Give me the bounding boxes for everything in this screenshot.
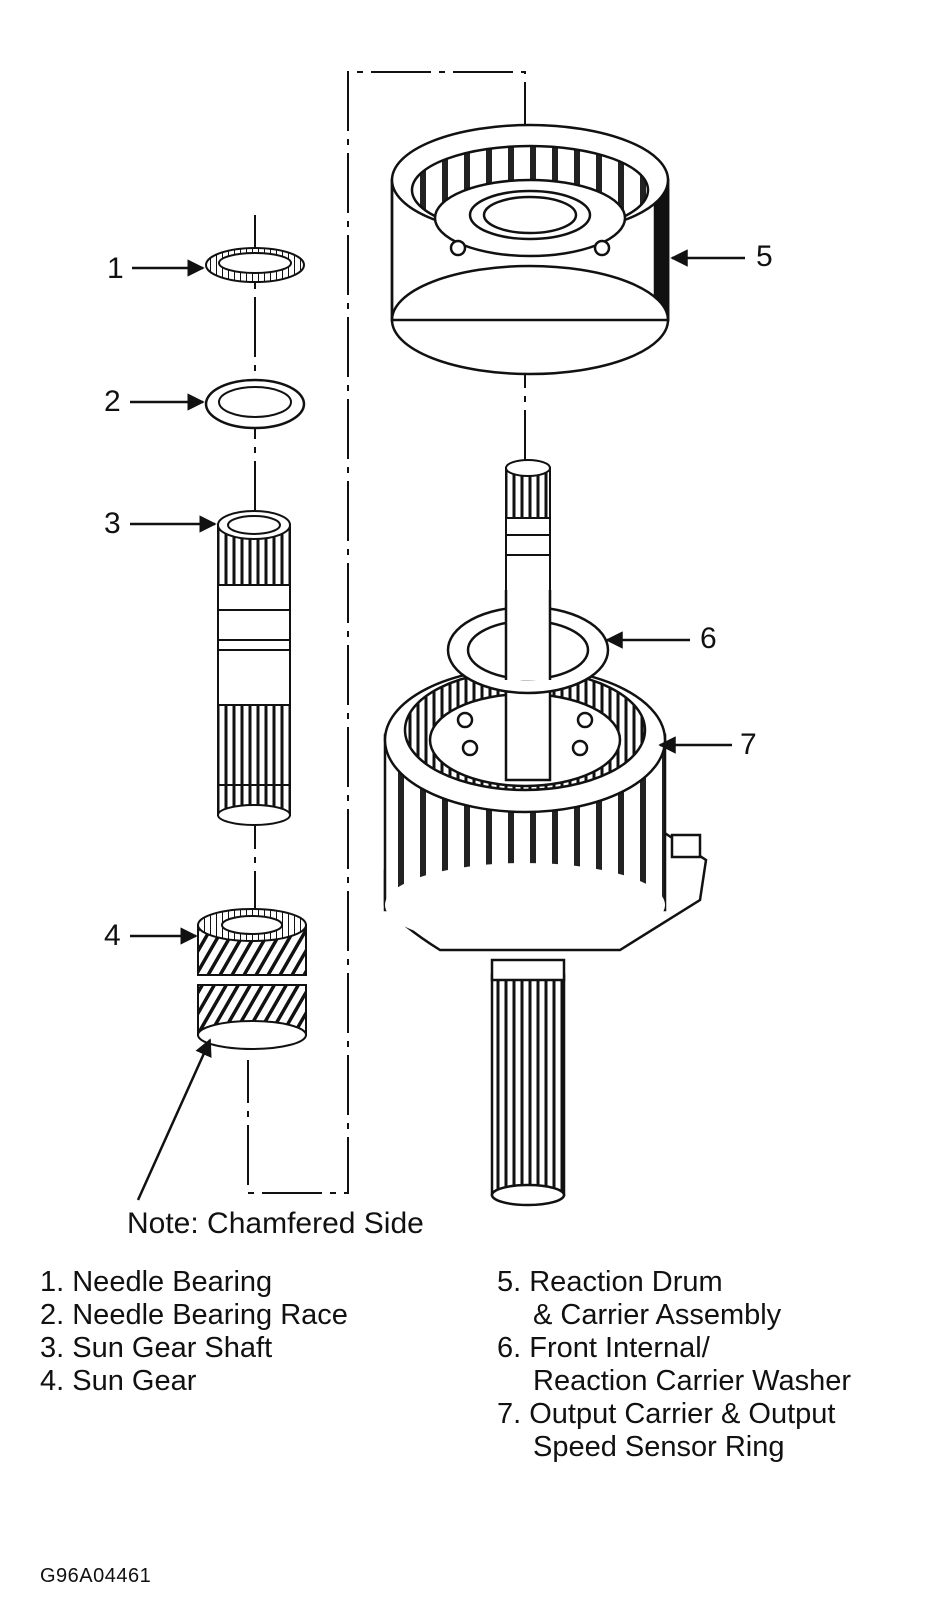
needle-bearing-race-part <box>204 378 306 430</box>
legend-item-needle-bearing: 1. Needle Bearing <box>40 1266 273 1298</box>
callout-7: 7 <box>740 728 757 761</box>
legend-item-reaction-drum: 5. Reaction Drum <box>497 1266 723 1298</box>
output-carrier-part <box>383 666 708 1207</box>
chamfered-side-note: Note: Chamfered Side <box>127 1207 424 1240</box>
arrow-note <box>136 1038 212 1201</box>
sun-gear-part <box>197 908 307 1050</box>
legend-item-front-internal-cont: Reaction Carrier Washer <box>533 1365 852 1397</box>
legend-left: 1. Needle Bearing 2. Needle Bearing Race… <box>40 1266 348 1398</box>
legend-item-output-carrier: 7. Output Carrier & Output <box>497 1398 836 1430</box>
figure-id: G96A04461 <box>40 1565 152 1587</box>
callout-1: 1 <box>107 252 124 285</box>
legend-item-needle-bearing-race: 2. Needle Bearing Race <box>40 1299 348 1331</box>
callout-6: 6 <box>700 622 717 655</box>
callout-3: 3 <box>104 507 121 540</box>
callout-5: 5 <box>756 240 773 273</box>
legend-item-reaction-drum-cont: & Carrier Assembly <box>533 1299 782 1331</box>
needle-bearing-part <box>205 247 305 283</box>
callout-4: 4 <box>104 919 121 952</box>
legend-item-front-internal: 6. Front Internal/ <box>497 1332 710 1364</box>
legend-item-sun-gear-shaft: 3. Sun Gear Shaft <box>40 1332 273 1364</box>
sun-gear-shaft-part <box>217 510 291 826</box>
legend-item-sun-gear: 4. Sun Gear <box>40 1365 197 1397</box>
callout-arrows <box>130 249 745 1201</box>
reaction-drum-part <box>390 123 670 376</box>
front-internal-washer-part <box>446 590 610 695</box>
callout-2: 2 <box>104 385 121 418</box>
legend-right: 5. Reaction Drum & Carrier Assembly 6. F… <box>497 1266 851 1464</box>
legend-item-output-carrier-cont: Speed Sensor Ring <box>533 1431 785 1463</box>
